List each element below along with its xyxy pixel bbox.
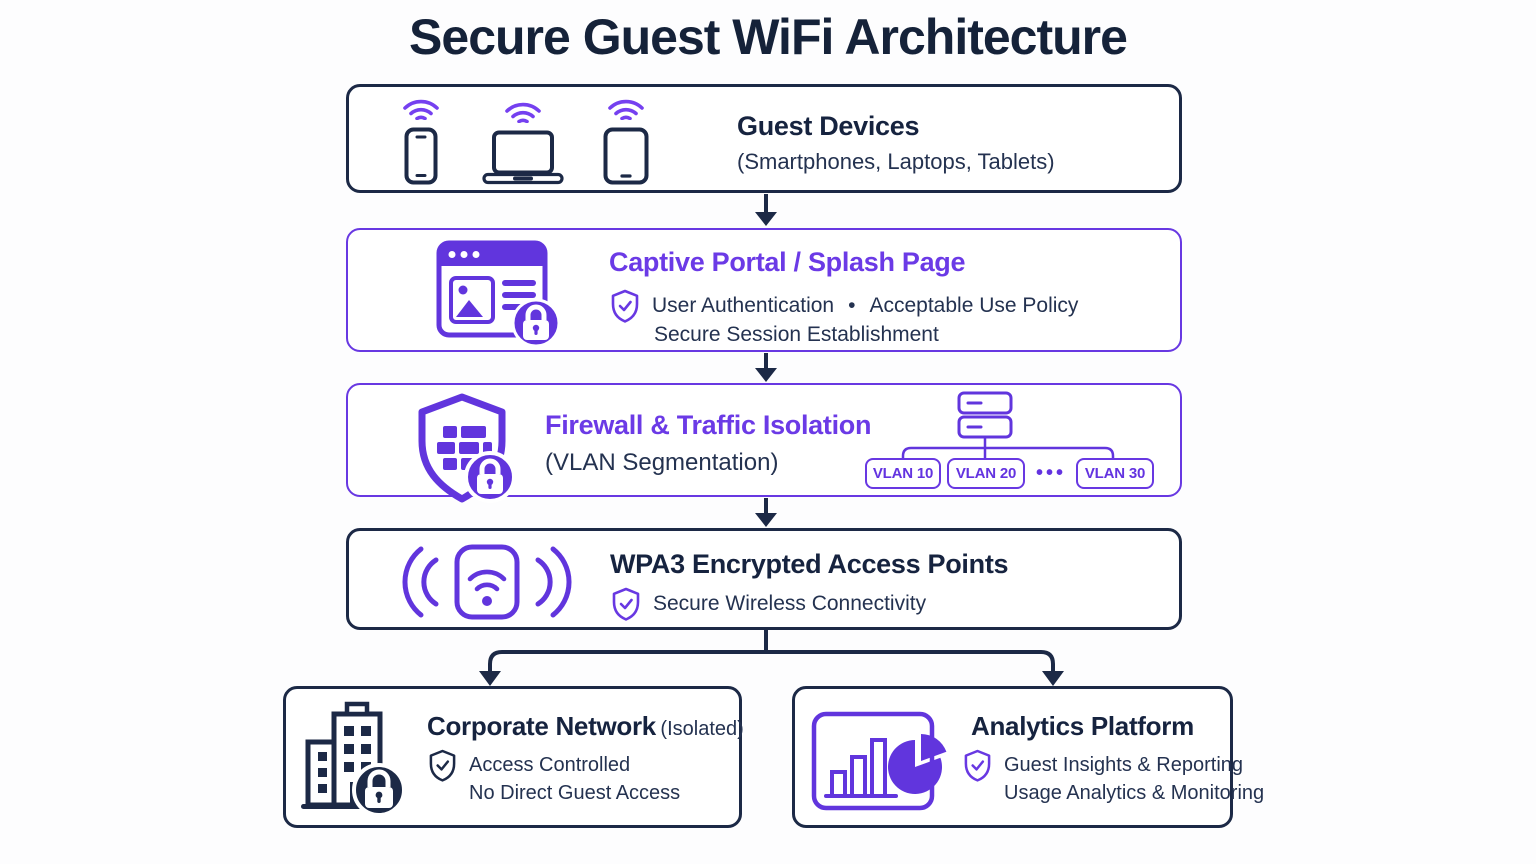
analytics-title: Analytics Platform <box>971 711 1194 741</box>
guest-devices-box: Guest Devices (Smartphones, Laptops, Tab… <box>346 84 1182 193</box>
guest-devices-title: Guest Devices <box>737 111 920 141</box>
smartphone-with-wifi <box>399 93 443 185</box>
captive-portal-icon <box>436 240 561 348</box>
guest-device-icons <box>399 99 649 185</box>
corporate-network-box: Corporate Network (Isolated) Access Cont… <box>283 686 744 828</box>
shield-check-icon <box>612 587 640 621</box>
vlan-chip: VLAN 10 <box>865 458 941 489</box>
lock-badge-icon <box>352 763 405 817</box>
branch-connector <box>479 630 1064 686</box>
wpa3-box: WPA3 Encrypted Access Points Secure Wire… <box>346 528 1182 630</box>
corporate-feature-line2: No Direct Guest Access <box>469 782 681 804</box>
shield-check-icon <box>429 749 456 782</box>
vlan-chip: VLAN 20 <box>947 458 1025 489</box>
captive-feature-line2: Secure Session Establishment <box>654 323 939 346</box>
firewall-title: Firewall & Traffic Isolation <box>545 410 872 440</box>
arrow-down-connector <box>755 353 777 382</box>
firewall-shield-icon <box>418 393 516 503</box>
arrow-down-connector <box>755 194 777 226</box>
analytics-feature-line2: Usage Analytics & Monitoring <box>1004 782 1265 804</box>
arrow-down-connector <box>755 498 777 527</box>
tablet-with-wifi <box>603 93 649 185</box>
wifi-signal-icon <box>403 99 439 120</box>
wpa3-feature: Secure Wireless Connectivity <box>653 592 927 615</box>
wifi-signal-icon <box>608 99 644 120</box>
analytics-platform-box: Analytics Platform Guest Insights & Repo… <box>792 686 1264 828</box>
wpa3-title: WPA3 Encrypted Access Points <box>610 549 1009 579</box>
vlan-ellipsis: ••• <box>1035 462 1066 484</box>
shield-check-icon <box>964 749 991 782</box>
page-title: Secure Guest WiFi Architecture <box>409 9 1128 65</box>
bullet-separator: • <box>848 294 856 317</box>
captive-portal-title: Captive Portal / Splash Page <box>609 247 966 277</box>
firewall-box: Firewall & Traffic Isolation (VLAN Segme… <box>346 383 1182 503</box>
wifi-signal-icon <box>505 102 541 123</box>
corporate-feature-line1: Access Controlled <box>469 754 631 776</box>
lock-badge-icon <box>464 451 516 503</box>
laptop-icon <box>482 130 564 185</box>
analytics-feature-line1: Guest Insights & Reporting <box>1004 754 1244 776</box>
analytics-chart-icon <box>811 711 947 811</box>
firewall-subtitle: (VLAN Segmentation) <box>545 449 779 476</box>
corporate-title: Corporate Network <box>427 711 656 741</box>
tablet-icon <box>603 127 649 185</box>
corporate-qualifier: (Isolated) <box>660 718 744 740</box>
lock-badge-icon <box>511 298 561 348</box>
vlan-chip: VLAN 30 <box>1076 458 1154 489</box>
smartphone-icon <box>404 127 438 185</box>
access-point-icon <box>402 544 572 620</box>
building-icon <box>301 701 405 817</box>
captive-feature-a: User Authentication <box>652 294 835 317</box>
captive-portal-box: Captive Portal / Splash Page User Authen… <box>346 228 1182 352</box>
guest-devices-subtitle: (Smartphones, Laptops, Tablets) <box>737 149 1055 174</box>
captive-feature-b: Acceptable Use Policy <box>869 294 1079 317</box>
network-switch-icon <box>901 391 1115 460</box>
laptop-with-wifi <box>481 96 565 185</box>
shield-check-icon <box>611 289 639 323</box>
